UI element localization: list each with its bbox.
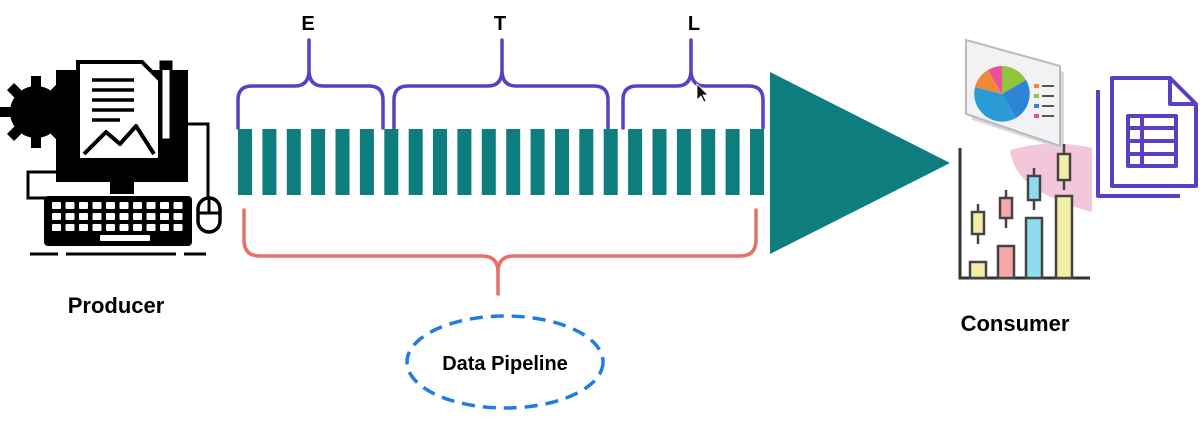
pipeline-bar <box>311 129 326 195</box>
keyboard-key <box>92 224 102 231</box>
pipeline-bar <box>384 129 399 195</box>
mouse-cursor-icon <box>696 83 709 103</box>
bar-candlestick-chart-icon <box>958 144 1090 280</box>
pipeline-bar <box>238 129 252 195</box>
pipeline-bar <box>628 129 643 195</box>
keyboard-key <box>92 202 102 209</box>
brace-transform <box>392 38 610 130</box>
keyboard-key <box>146 224 156 231</box>
pipeline-bar <box>603 129 618 195</box>
keyboard-key <box>52 202 61 209</box>
brace-load <box>621 38 765 130</box>
keyboard-key <box>173 213 183 220</box>
keyboard-key <box>133 202 142 209</box>
producer-label: Producer <box>68 293 165 318</box>
pipeline-bar <box>433 129 447 195</box>
pipeline-bar <box>579 129 594 195</box>
keyboard-key <box>106 202 115 209</box>
pipeline-bar <box>750 129 764 195</box>
flow-arrow <box>770 72 950 254</box>
keyboard-key <box>52 213 61 220</box>
pipeline-bar <box>530 129 545 195</box>
pipeline-bar <box>725 129 740 195</box>
pipeline-ellipse <box>405 314 605 410</box>
keyboard-key <box>106 224 115 231</box>
keyboard-key <box>79 224 88 231</box>
keyboard-spacebar <box>100 235 150 241</box>
keyboard-key <box>160 224 169 231</box>
stage-label-transform: T <box>494 13 506 35</box>
keyboard-key <box>119 224 129 231</box>
stage-label-load: L <box>688 13 700 35</box>
keyboard-key <box>160 202 169 209</box>
pipeline-bar <box>286 129 301 195</box>
pipeline-bar <box>408 129 423 195</box>
keyboard-key <box>160 213 169 220</box>
pie-chart-icon <box>965 38 1064 150</box>
keyboard-key <box>119 213 129 220</box>
brace-pipeline <box>242 208 758 296</box>
keyboard-key <box>79 202 88 209</box>
keyboard-key <box>79 213 88 220</box>
pipeline-bar <box>676 129 691 195</box>
keyboard-key <box>133 224 142 231</box>
keyboard-key <box>119 202 129 209</box>
keyboard-key <box>173 202 183 209</box>
pipeline-bar <box>701 129 716 195</box>
pipeline-label: Data Pipeline <box>442 353 568 375</box>
consumer-label: Consumer <box>961 311 1070 336</box>
pipeline-bars <box>238 129 764 195</box>
pipeline-bar <box>457 129 472 195</box>
keyboard-key <box>133 213 142 220</box>
stage-braces <box>236 38 765 130</box>
computer-document-gear-icon <box>0 60 222 256</box>
keyboard-key <box>92 213 102 220</box>
stage-label-extract: E <box>301 13 314 35</box>
consumer-icons <box>958 38 1198 280</box>
pipeline-bar <box>335 129 350 195</box>
pipeline-bar <box>262 129 277 195</box>
keyboard-key <box>52 224 61 231</box>
keyboard-key <box>146 202 156 209</box>
keyboard-key <box>173 224 183 231</box>
pipeline-bar <box>481 129 496 195</box>
keyboard-key <box>65 213 75 220</box>
keyboard-key <box>106 213 115 220</box>
keyboard-key <box>146 213 156 220</box>
pipeline-bar <box>506 129 521 195</box>
pencil-icon <box>159 60 173 154</box>
keyboard-key <box>65 202 75 209</box>
keyboard-key <box>65 224 75 231</box>
spreadsheet-document-icon <box>1096 76 1198 198</box>
pipeline-bar <box>555 129 569 195</box>
brace-extract <box>236 38 385 130</box>
pipeline-bar <box>359 129 374 195</box>
pipeline-bar <box>652 129 667 195</box>
